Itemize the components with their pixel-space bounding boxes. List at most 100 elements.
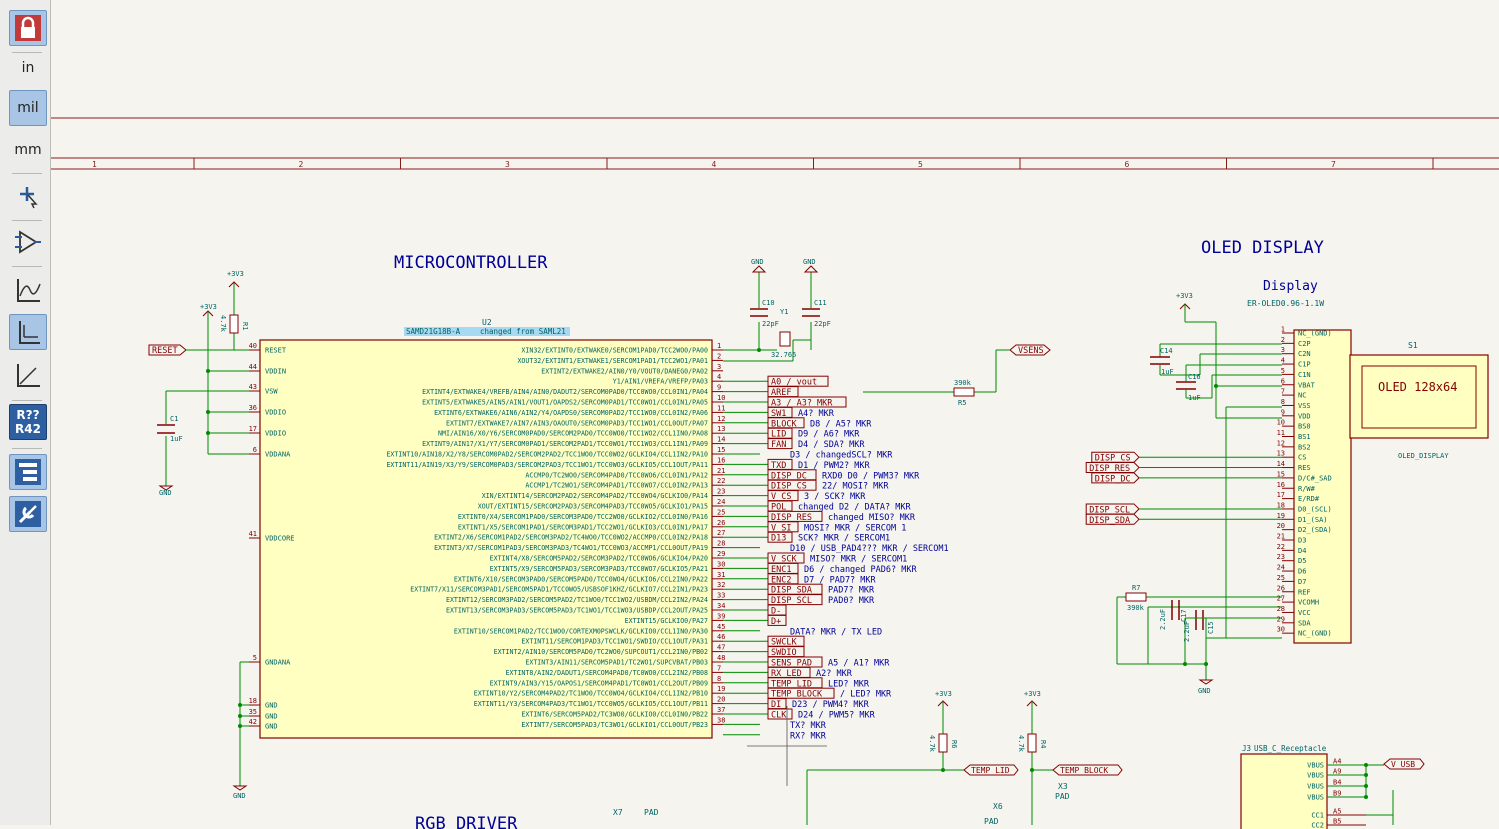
j3-usb-receptacle[interactable]: J3 USB_C_Receptacle A4VBUSA9VBUSB4VBUSB9… [1241, 744, 1424, 829]
display-pin-number: 26 [1277, 584, 1285, 592]
u2-right-pin-number: 31 [717, 571, 725, 579]
net-note-text: 22/ MOSI? MKR [822, 482, 889, 492]
u2-right-pin-name: EXTINT6/SERCOM5PAD2/TC3WO0/GCLKIO0/CCL0I… [521, 711, 708, 719]
u2-right-pin-name: EXTINT3/AIN11/SERCOM5PAD1/TC2WO1/SUPCVBA… [525, 659, 708, 667]
u2-right-pin-number: 47 [717, 644, 725, 652]
display-pin-name: D0_(SCL) [1298, 505, 1332, 513]
net-label-text: FAN [771, 440, 786, 450]
x3-ref: X3 [1058, 782, 1068, 791]
net-note-text: D4 / SDA? MKR [798, 440, 865, 450]
net-note-text: D24 / PWM5? MKR [798, 711, 876, 721]
c16-ref: C16 [1188, 373, 1201, 381]
hidden-pins-button[interactable] [9, 224, 47, 260]
display-pin-number: 23 [1277, 553, 1285, 561]
ruler-column-number: 1 [92, 160, 97, 169]
r1-resistor[interactable]: R1 4.7k +3V3 [219, 270, 249, 350]
net-note-text: D9 / A6? MKR [798, 430, 860, 440]
wire-free-angle-button[interactable] [9, 272, 47, 308]
s1-value: OLED_DISPLAY [1398, 452, 1449, 460]
r6-value: 4.7k [928, 735, 936, 753]
display-pin-number: 25 [1277, 574, 1285, 582]
s1-oled-module[interactable]: OLED 128x64 S1 OLED_DISPLAY [1350, 341, 1488, 460]
display-pin-name: D7 [1298, 578, 1306, 586]
ninety-angle-icon [14, 318, 42, 346]
net-label-text: D+ [771, 617, 781, 627]
u2-right-pin-name: Y1/AIN1/VREFA/VREFP/PA03 [613, 378, 708, 386]
display-pin-number: 15 [1277, 470, 1285, 478]
u2-right-pin-number: 37 [717, 706, 725, 714]
x6-value: PAD [984, 817, 999, 826]
u2-right-pin-name: XOUT32/EXTINT1/EXTWAKE1/SERCOM1PAD1/TCC2… [517, 357, 708, 365]
x7-value: PAD [644, 808, 659, 817]
u2-right-pin-number: 28 [717, 540, 725, 548]
u2-right-pin-number: 20 [717, 696, 725, 704]
u2-right-pin-number: 19 [717, 685, 725, 693]
u2-right-pin-name: EXTINT5/X9/SERCOM5PAD3/SERCOM3PAD3/TCC0W… [490, 565, 708, 573]
u2-microcontroller[interactable]: U2 SAMD21G18B-A changed from SAML21 40RE… [249, 318, 726, 738]
vsens-circuit[interactable]: VSENS 390k R5 [863, 345, 1050, 407]
annotate-button[interactable]: R?? R42 [9, 404, 47, 440]
u2-value: SAMD21G18B-A [406, 327, 461, 336]
usb-pin-name: VBUS [1307, 772, 1324, 780]
r6-power-label: +3V3 [935, 690, 952, 698]
units-mm-button[interactable]: mm [9, 132, 47, 168]
u2-right-pin-name: EXTINT8/AIN2/DADUT1/SERCOM4PAD0/TC0WO0/C… [506, 669, 708, 677]
annotate-bottom-label: R42 [15, 422, 41, 436]
net-note-text: TX? MKR [790, 721, 827, 731]
u2-left-pin-name: VDDCORE [265, 535, 295, 543]
cursor-button[interactable] [9, 178, 47, 214]
c14-value: 1uF [1161, 368, 1174, 376]
usb-pin-name: CC2 [1311, 822, 1324, 829]
display-pin-name: D3 [1298, 537, 1306, 545]
u2-left-pin-name: VDDIO [265, 409, 286, 417]
wire-90-button[interactable] [9, 314, 47, 350]
u2-left-pin-number: 35 [249, 708, 257, 716]
gnd-rail-label: GND [233, 792, 246, 800]
net-label-text: D13 [771, 534, 786, 544]
units-inch-label: in [22, 60, 35, 76]
display-pin-name: NC_(GND) [1298, 330, 1332, 338]
temp-lid-label: TEMP_LID [971, 766, 1010, 775]
display-pin-name: CS [1298, 454, 1306, 462]
u2-right-pin-number: 32 [717, 581, 725, 589]
display-pin-name: D6 [1298, 568, 1306, 576]
properties-button[interactable] [9, 496, 47, 532]
wire-45-button[interactable] [9, 357, 47, 393]
display-pin-number: 24 [1277, 564, 1285, 572]
display-pin-name: D4 [1298, 547, 1306, 555]
u2-right-pin-number: 24 [717, 498, 725, 506]
u2-right-pin-number: 7 [717, 664, 721, 672]
u2-right-pin-name: EXTINT10/AIN18/X2/Y8/SERCOM0PAD2/SERCOM2… [386, 451, 708, 459]
u2-right-pin-number: 27 [717, 529, 725, 537]
display-title: Display [1263, 279, 1318, 294]
units-mil-button[interactable]: mil [9, 90, 47, 126]
lock-button[interactable] [9, 10, 47, 46]
display-power-label: +3V3 [1176, 292, 1193, 300]
u2-right-pin-number: 2 [717, 352, 721, 360]
r1-ref: R1 [241, 322, 249, 330]
u2-left-pin-number: 41 [249, 530, 257, 538]
c1-capacitor[interactable]: C1 1uF GND [157, 415, 183, 497]
display-pin-name: D2_(SDA) [1298, 526, 1332, 534]
display-pin-number: 4 [1281, 357, 1285, 365]
u2-right-pin-name: EXTINT9/AIN3/Y15/OAPOS1/SERCOM4PAD1/TC0W… [490, 679, 708, 687]
usb-pin-number: B9 [1333, 790, 1341, 798]
u2-left-pin-name: VDDIN [265, 368, 286, 376]
u2-right-pin-name: EXTINT9/AIN17/X1/Y7/SERCOM0PAD1/SERCOM2P… [422, 440, 708, 448]
display-pin-name: NC [1298, 392, 1306, 400]
u2-right-pin-name: EXTINT3/X7/SERCOM1PAD3/SERCOM3PAD3/TC4WO… [434, 544, 708, 552]
c10-gnd-label: GND [751, 258, 764, 266]
ruler-column-number: 4 [712, 160, 717, 169]
hierarchy-button[interactable] [9, 454, 47, 490]
display-pin-name: VCOMH [1298, 599, 1319, 607]
u2-right-pin-number: 8 [717, 675, 721, 683]
display-pin-name: C2P [1298, 340, 1311, 348]
lock-icon [13, 13, 43, 43]
u2-left-pin-name: GND [265, 713, 278, 721]
units-inch-button[interactable]: in [9, 50, 47, 86]
crystal-circuit[interactable]: GND GND C10 22pF C11 22pF Y1 32.765 [723, 258, 831, 361]
u2-left-pin-number: 43 [249, 383, 257, 391]
